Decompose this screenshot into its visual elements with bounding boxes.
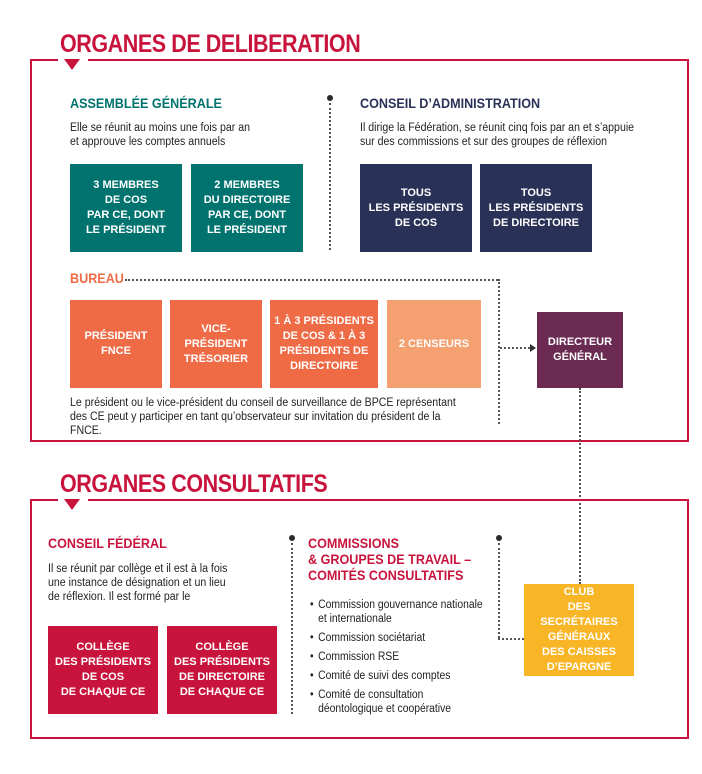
consultatifs-title: ORGANES CONSULTATIFS (60, 470, 328, 498)
separator-dot-3 (496, 535, 502, 541)
conseil-federal-text: Il se réunit par collège et il est à la … (48, 563, 228, 603)
list-item: Comité de suivi des comptes (310, 669, 490, 683)
deliberation-pointer (64, 59, 80, 70)
club-dotted-vertical (498, 543, 500, 638)
list-item: Commission sociétariat (310, 631, 490, 645)
assemblee-box-cos: 3 MEMBRES DE COS PAR CE, DONT LE PRÉSIDE… (70, 164, 182, 252)
deliberation-frame (30, 59, 689, 442)
club-dotted-horizontal (498, 638, 524, 640)
conseil-admin-heading: CONSEIL D’ADMINISTRATION (360, 95, 541, 111)
bureau-dotted-top (125, 279, 498, 281)
bureau-box-vice-president: VICE-PRÉSIDENT TRÉSORIER (170, 300, 262, 388)
conseil-admin-box-directoire: TOUS LES PRÉSIDENTS DE DIRECTOIRE (480, 164, 592, 252)
assemblee-box-directoire: 2 MEMBRES DU DIRECTOIRE PAR CE, DONT LE … (191, 164, 303, 252)
separator-dotted-line-2 (291, 543, 293, 714)
separator-dotted-line (329, 103, 331, 250)
bureau-dotted-right (498, 279, 500, 424)
assemblee-heading: ASSEMBLÉE GÉNÉRALE (70, 95, 222, 111)
college-box-cos: COLLÈGE DES PRÉSIDENTS DE COS DE CHAQUE … (48, 626, 158, 714)
consultatifs-frame (30, 499, 689, 739)
list-item: Comité de consultation déontologique et … (310, 688, 490, 716)
bureau-box-president: PRÉSIDENT FNCE (70, 300, 162, 388)
club-box: CLUB DES SECRÉTAIRES GÉNÉRAUX DES CAISSE… (524, 584, 634, 676)
conseil-federal-heading: CONSEIL FÉDÉRAL (48, 535, 167, 551)
bureau-box-presidents: 1 À 3 PRÉSIDENTS DE COS & 1 À 3 PRÉSIDEN… (270, 300, 378, 388)
assemblee-text: Elle se réunit au moins une fois par an … (70, 122, 250, 148)
directeur-arrow-head (530, 344, 536, 352)
consultatifs-pointer (64, 499, 80, 510)
commissions-list: Commission gouvernance nationale et inte… (310, 598, 490, 721)
directeur-box: DIRECTEUR GÉNÉRAL (537, 312, 623, 388)
bureau-box-censeurs: 2 CENSEURS (387, 300, 481, 388)
list-item: Commission gouvernance nationale et inte… (310, 598, 490, 626)
college-box-directoire: COLLÈGE DES PRÉSIDENTS DE DIRECTOIRE DE … (167, 626, 277, 714)
conseil-admin-text: Il dirige la Fédération, se réunit cinq … (360, 122, 635, 148)
directeur-club-link (579, 388, 581, 584)
bureau-note: Le président ou le vice-président du con… (70, 397, 456, 437)
commissions-heading: COMMISSIONS & GROUPES DE TRAVAIL – COMIT… (308, 535, 472, 583)
separator-dot (327, 95, 333, 101)
separator-dot-2 (289, 535, 295, 541)
directeur-arrow-line (500, 347, 530, 349)
bureau-heading: BUREAU (70, 270, 124, 286)
list-item: Commission RSE (310, 650, 490, 664)
deliberation-title: ORGANES DE DELIBERATION (60, 30, 361, 58)
conseil-admin-box-cos: TOUS LES PRÉSIDENTS DE COS (360, 164, 472, 252)
